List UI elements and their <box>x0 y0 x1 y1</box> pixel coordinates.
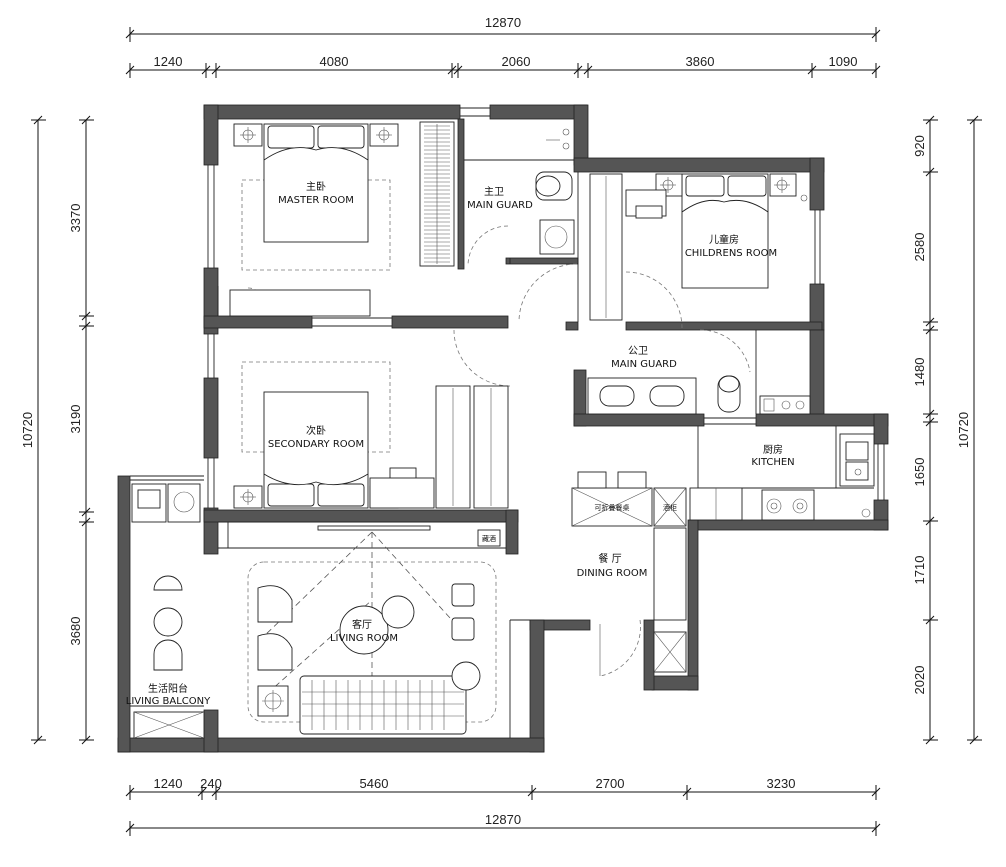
dining-furniture <box>571 471 687 673</box>
dim-top-seg-3: 2060 <box>502 54 531 69</box>
dim-top-seg-2: 4080 <box>320 54 349 69</box>
dim-bottom-seg-3: 5460 <box>360 776 389 791</box>
secondary-room-label-en: SECONDARY ROOM <box>268 439 364 450</box>
dim-left-total: 10720 <box>20 412 35 448</box>
dim-right-seg-5: 1710 <box>912 556 927 585</box>
dim-top-seg-5: 1090 <box>829 54 858 69</box>
dimension-lines <box>31 27 982 836</box>
room-labels: 主卧 MASTER ROOM 主卫 MAIN GUARD 儿童房 CHILDRE… <box>126 180 795 707</box>
dim-left-seg-2: 3190 <box>68 405 83 434</box>
walls <box>117 104 889 753</box>
children-room-label-cn: 儿童房 <box>709 233 739 246</box>
living-room-furniture <box>247 525 501 735</box>
children-room-furniture <box>589 173 808 321</box>
dim-left-seg-3: 3680 <box>68 617 83 646</box>
kitchen-label-en: KITCHEN <box>751 457 794 468</box>
dim-right-seg-3: 1480 <box>912 358 927 387</box>
dim-bottom-seg-5: 3230 <box>767 776 796 791</box>
dining-room-label-en: DINING ROOM <box>577 568 648 579</box>
secondary-room-furniture <box>233 361 509 509</box>
tv-cabinet-label: 藏酒 <box>482 534 496 543</box>
living-room-label-en: LIVING ROOM <box>330 633 398 644</box>
main-bath-label-cn: 主卫 <box>484 186 504 198</box>
kitchen-fixtures <box>689 433 875 521</box>
dim-bottom-seg-4: 2700 <box>596 776 625 791</box>
dim-bottom-seg-2: 240 <box>200 776 222 791</box>
kitchen-label-cn: 厨房 <box>763 443 783 456</box>
dim-top-seg-4: 3860 <box>686 54 715 69</box>
master-room-furniture <box>229 121 455 317</box>
dim-top-seg-1: 1240 <box>154 54 183 69</box>
inner-lines <box>130 107 885 738</box>
dim-right-seg-4: 1650 <box>912 458 927 487</box>
folding-table-label: 可折叠餐桌 <box>595 503 630 512</box>
main-bath-label-en: MAIN GUARD <box>467 200 533 211</box>
master-room-label-cn: 主卧 <box>306 180 326 193</box>
balcony-label-cn: 生活阳台 <box>148 682 188 695</box>
cabinet-label: 酒柜 <box>663 503 677 512</box>
children-room-label-en: CHILDRENS ROOM <box>685 248 777 259</box>
sofa-grid <box>302 680 464 730</box>
dim-top-total: 12870 <box>485 15 521 30</box>
dim-bottom-total: 12870 <box>485 812 521 827</box>
dim-right-seg-6: 2020 <box>912 666 927 695</box>
dimension-labels: 12870 1240 4080 2060 3860 1090 1240 240 … <box>20 15 971 827</box>
dim-left-seg-1: 3370 <box>68 204 83 233</box>
public-bath-label-cn: 公卫 <box>628 346 648 357</box>
balcony-label-en: LIVING BALCONY <box>126 696 211 707</box>
main-bath-fixtures <box>535 128 575 255</box>
public-bath-fixtures <box>587 375 811 415</box>
public-bath-label-en: MAIN GUARD <box>611 359 677 370</box>
balcony-furniture <box>131 483 205 739</box>
dim-right-seg-1: 920 <box>912 135 927 157</box>
dim-right-total: 10720 <box>956 412 971 448</box>
dining-room-label-cn: 餐 厅 <box>598 552 621 565</box>
dim-bottom-seg-1: 1240 <box>154 776 183 791</box>
living-room-label-cn: 客厅 <box>352 618 372 631</box>
secondary-room-label-cn: 次卧 <box>306 424 326 437</box>
dim-right-seg-2: 2580 <box>912 233 927 262</box>
master-room-label-en: MASTER ROOM <box>278 195 354 206</box>
